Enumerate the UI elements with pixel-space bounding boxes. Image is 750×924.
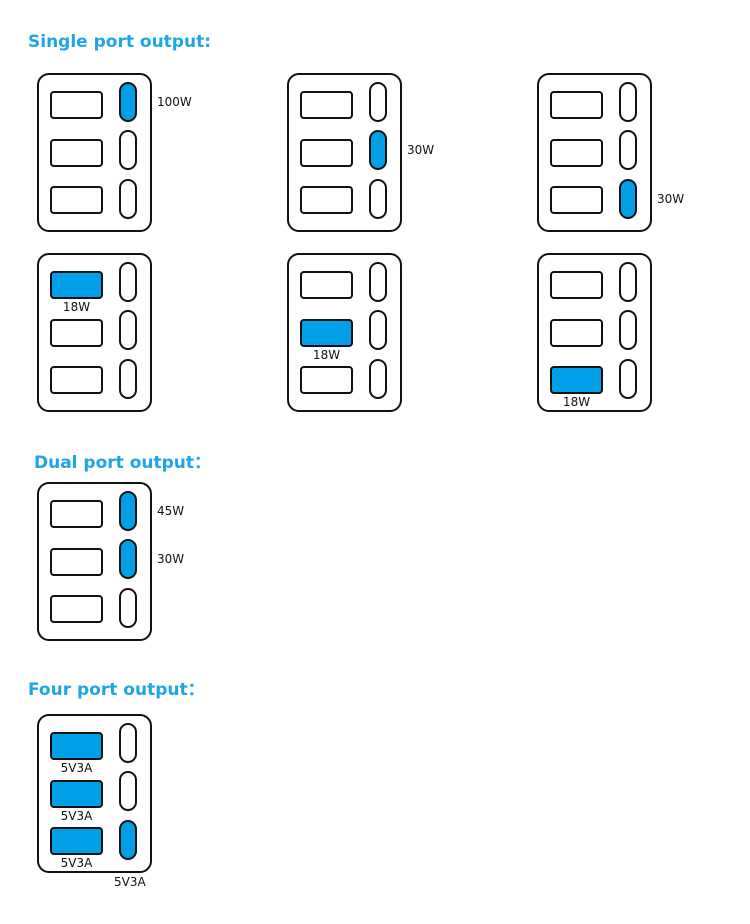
usb-c-port-2 [119, 130, 137, 170]
charger-1-0 [37, 482, 152, 641]
dual-port-heading: Dual port output： [34, 453, 212, 473]
charger-2-0 [37, 714, 152, 873]
usb-c-port-2 [119, 310, 137, 350]
usb-a-port-1-active [50, 732, 103, 760]
usb-a-port-1 [550, 91, 603, 119]
usb-a-port-1 [50, 500, 103, 528]
charger-0-5 [537, 253, 652, 412]
usb-c-port-3 [369, 179, 387, 219]
usb-c-port-1 [119, 262, 137, 302]
output-label: 18W [62, 300, 91, 314]
usb-c-port-3-active [619, 179, 637, 219]
usb-a-port-3 [300, 186, 353, 214]
usb-a-port-1 [300, 91, 353, 119]
usb-c-port-3 [619, 359, 637, 399]
usb-a-port-2 [550, 139, 603, 167]
usb-a-port-1 [50, 91, 103, 119]
output-label: 18W [562, 395, 591, 409]
charger-0-3 [37, 253, 152, 412]
usb-c-port-1-active [119, 82, 137, 122]
usb-a-port-2-active [300, 319, 353, 347]
usb-c-port-2 [619, 130, 637, 170]
charger-0-2 [537, 73, 652, 232]
four-port-heading: Four port output： [28, 680, 205, 700]
usb-a-port-1 [550, 271, 603, 299]
output-label: 30W [157, 552, 185, 566]
usb-a-port-3 [550, 186, 603, 214]
output-label: 5V3A [114, 875, 146, 889]
usb-c-port-1-active [119, 491, 137, 531]
output-label: 5V3A [60, 761, 93, 775]
usb-c-port-1 [619, 82, 637, 122]
usb-c-port-1 [369, 82, 387, 122]
usb-a-port-3 [50, 366, 103, 394]
usb-c-port-2 [119, 771, 137, 811]
output-label: 100W [157, 95, 192, 109]
usb-c-port-3 [119, 359, 137, 399]
usb-a-port-2 [50, 548, 103, 576]
usb-a-port-3-active [550, 366, 603, 394]
usb-a-port-2 [50, 319, 103, 347]
usb-a-port-1-active [50, 271, 103, 299]
usb-a-port-3 [300, 366, 353, 394]
charger-0-4 [287, 253, 402, 412]
usb-c-port-2-active [119, 539, 137, 579]
usb-c-port-1 [619, 262, 637, 302]
output-label: 18W [312, 348, 341, 362]
single-port-heading: Single port output: [28, 32, 211, 52]
usb-c-port-3-active [119, 820, 137, 860]
usb-c-port-3 [119, 179, 137, 219]
usb-c-port-1 [119, 723, 137, 763]
usb-a-port-3-active [50, 827, 103, 855]
usb-c-port-1 [369, 262, 387, 302]
usb-c-port-3 [119, 588, 137, 628]
output-label: 30W [407, 143, 435, 157]
usb-a-port-3 [50, 186, 103, 214]
usb-c-port-2 [369, 310, 387, 350]
output-label: 45W [157, 504, 185, 518]
usb-a-port-2-active [50, 780, 103, 808]
charger-0-1 [287, 73, 402, 232]
usb-a-port-3 [50, 595, 103, 623]
usb-c-port-2-active [369, 130, 387, 170]
output-label: 5V3A [60, 856, 93, 870]
usb-c-port-2 [619, 310, 637, 350]
charger-0-0 [37, 73, 152, 232]
usb-a-port-2 [300, 139, 353, 167]
output-label: 5V3A [60, 809, 93, 823]
usb-a-port-2 [50, 139, 103, 167]
usb-a-port-2 [550, 319, 603, 347]
output-label: 30W [657, 192, 685, 206]
usb-c-port-3 [369, 359, 387, 399]
usb-a-port-1 [300, 271, 353, 299]
